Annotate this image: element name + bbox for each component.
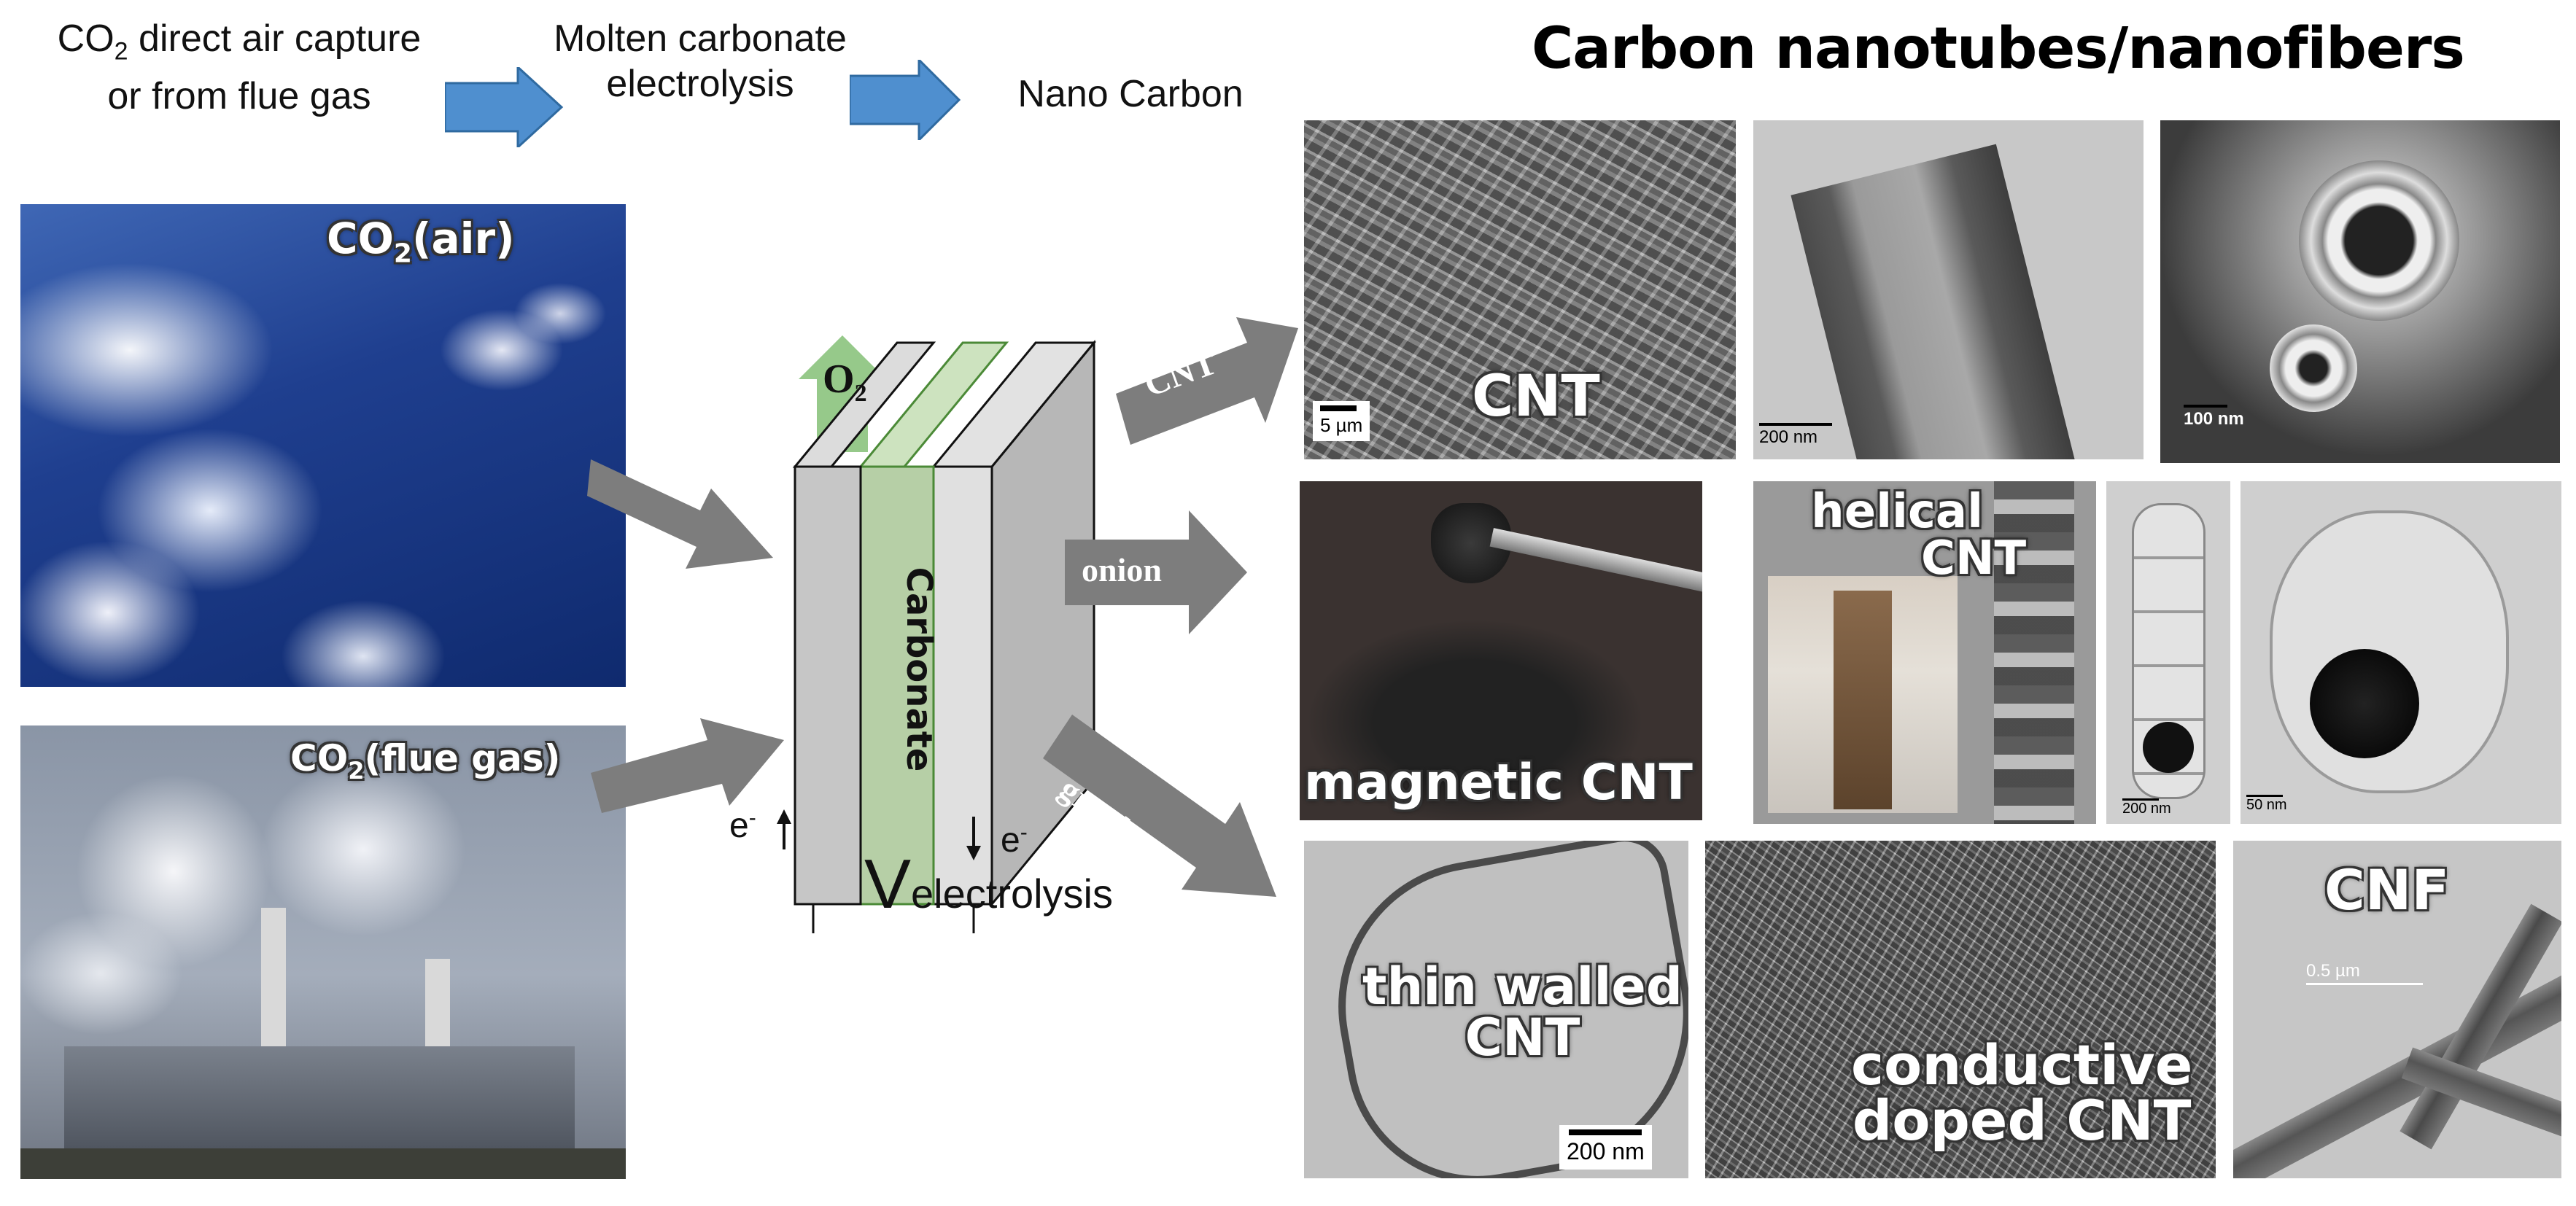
cnf-image: CNF 0.5 µm [2233,841,2561,1178]
arrow-graphene [1043,715,1276,897]
voltage-label: Velectrolysis [864,845,1113,923]
page-title: Carbon nanotubes/nanofibers [1532,16,2465,82]
thin-walled-cnt-image: thin walled CNT 200 nm [1304,841,1688,1178]
magnetic-cnt-photo: magnetic CNT [1300,481,1702,820]
flow-arrow-2 [850,60,961,140]
cnf-scale: 0.5 µm [2306,961,2423,985]
arrow-flue-to-cell [591,718,784,813]
tem-tube-image: 200 nm [1753,120,2144,459]
magnetic-cnt-label: magnetic CNT [1304,754,1693,812]
thin-scale-bar: 200 nm [1559,1125,1652,1170]
flow-step-electrolysis: Molten carbonate electrolysis [554,17,847,105]
flow-step-nanocarbon: Nano Carbon [1017,73,1244,115]
cnt-sem-image: 5 µm CNT [1304,120,1736,459]
arrow-air-to-cell [587,459,773,569]
arrow-cnt [1116,317,1298,445]
onion-tem-image-2: 50 nm [2241,481,2561,824]
o2-label: O2 [823,357,867,408]
sky-photo: CO2(air) [20,204,626,687]
electron-left-label: e- [729,806,756,845]
flue-label: CO2(flue gas) [290,737,561,785]
cnt-image-label: CNT [1472,364,1600,429]
sem-scale: 100 nm [2184,405,2244,429]
product-onion-label: onion [1082,551,1162,588]
thin-walled-label: thin walled CNT [1362,957,1683,1067]
tem1-scale: 200 nm [1759,423,1832,448]
helical-cnt-label: helical CNT [1811,485,2027,586]
ground [20,1148,626,1179]
onion2-scale: 50 nm [2246,795,2287,814]
carbonate-label: Carbonate [899,567,939,772]
helical-cnt-image: helical CNT [1753,481,2096,824]
doped-cnt-image: conductive doped CNT [1705,841,2216,1178]
sem-rolled-image: 100 nm [2160,120,2560,463]
doped-cnt-label: conductive doped CNT [1851,1032,2193,1153]
air-label: CO2(air) [327,214,515,269]
cnt-scale-bar: 5 µm [1313,401,1370,441]
flow-arrow-1 [445,67,564,147]
onion-tem-image-1: 200 nm [2106,481,2230,824]
cnf-label: CNF [2324,857,2450,922]
arrow-onion [1065,510,1247,634]
flow-step-capture: CO2 direct air capture or from flue gas [57,17,422,118]
plant-buildings [64,1046,575,1148]
electron-right-label: e- [1001,820,1028,860]
onion1-scale: 200 nm [2122,798,2171,817]
flue-gas-photo: CO2(flue gas) [20,725,626,1179]
